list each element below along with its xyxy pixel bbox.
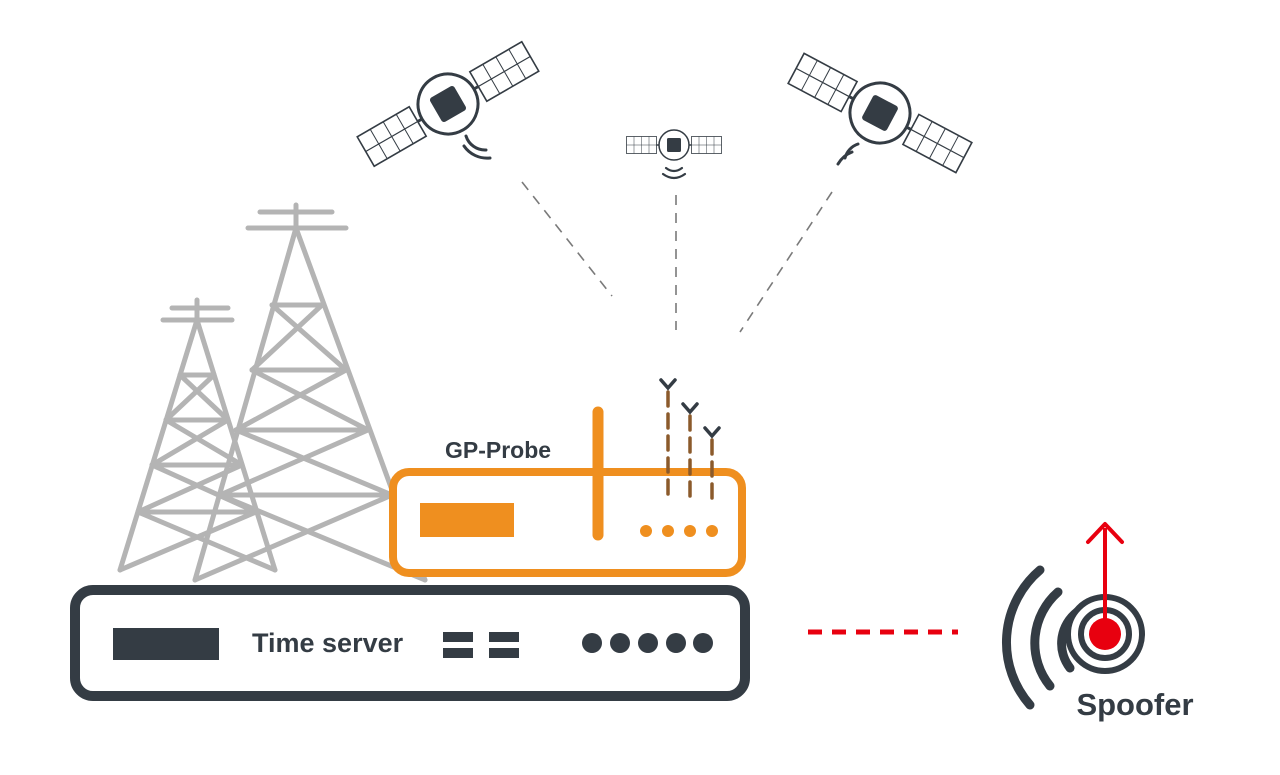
satellite-icon: [625, 129, 723, 161]
gp-probe-display: [420, 503, 514, 537]
time-server-device: Time server: [70, 585, 750, 701]
spoofer-label: Spoofer: [1076, 687, 1193, 722]
spoofer-signal-icon: Spoofer: [1002, 522, 1194, 722]
satellite-icon: [780, 40, 980, 186]
time-server-display: [113, 628, 219, 660]
gp-probe-label: GP-Probe: [445, 437, 551, 463]
received-signal-arrows: [659, 378, 721, 502]
satellite-icon: [349, 29, 547, 179]
time-server-label: Time server: [252, 628, 404, 658]
gp-probe-device: GP-Probe: [389, 378, 746, 577]
transmission-tower-icon: [117, 202, 428, 583]
satellite-signal-3: [836, 142, 860, 166]
status-lights: [582, 633, 713, 653]
satellite-signal-1: [462, 134, 492, 160]
satellite-signal-lines: [521, 181, 833, 333]
satellite-signal-2: [661, 166, 687, 180]
port-icon: [443, 632, 519, 658]
